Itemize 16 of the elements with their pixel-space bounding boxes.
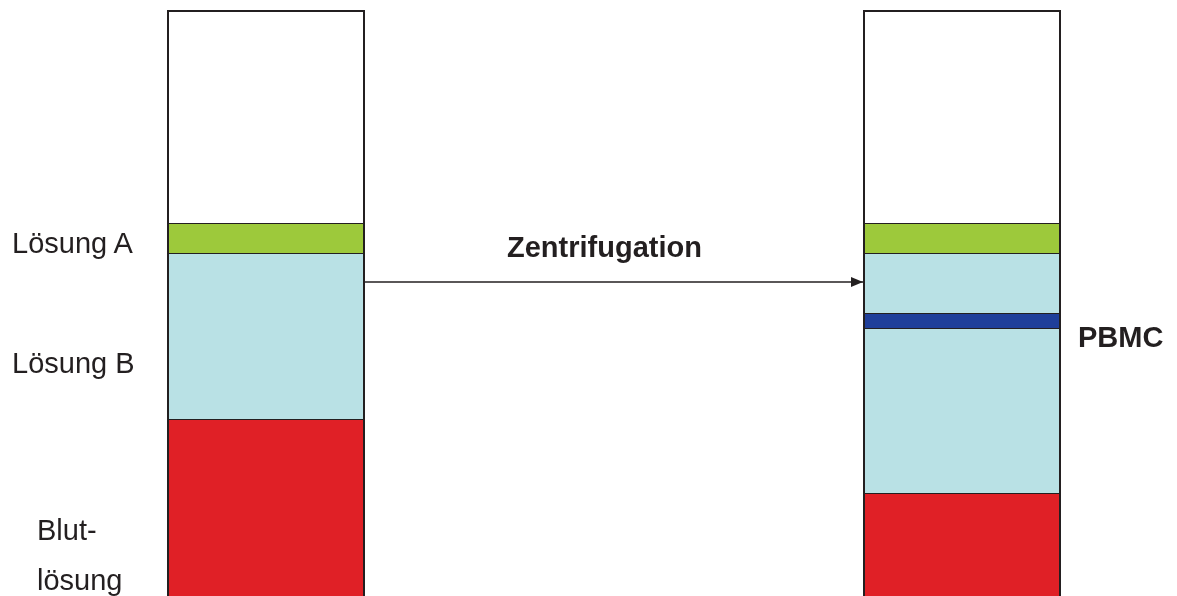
- tube-drawing: [863, 10, 1061, 596]
- edge-label: Zentrifugation: [507, 230, 702, 265]
- tube-drawing: [167, 10, 365, 596]
- layer-band-drawing: [169, 253, 363, 420]
- layer-label: Blut- lösung: [37, 513, 124, 596]
- arrow: [364, 277, 864, 287]
- layer-label: PBMC: [1078, 320, 1165, 355]
- layer-band-drawing: [865, 328, 1059, 494]
- layer-label: Lösung A: [12, 226, 134, 261]
- layer-band-drawing: [865, 223, 1059, 254]
- layer-band-drawing: [865, 313, 1059, 329]
- layer-label: Lösung B: [12, 346, 136, 381]
- layer-band-drawing: [865, 253, 1059, 314]
- layer-band-drawing: [169, 419, 363, 596]
- layer-band-drawing: [169, 223, 363, 254]
- layer-band-drawing: [865, 493, 1059, 596]
